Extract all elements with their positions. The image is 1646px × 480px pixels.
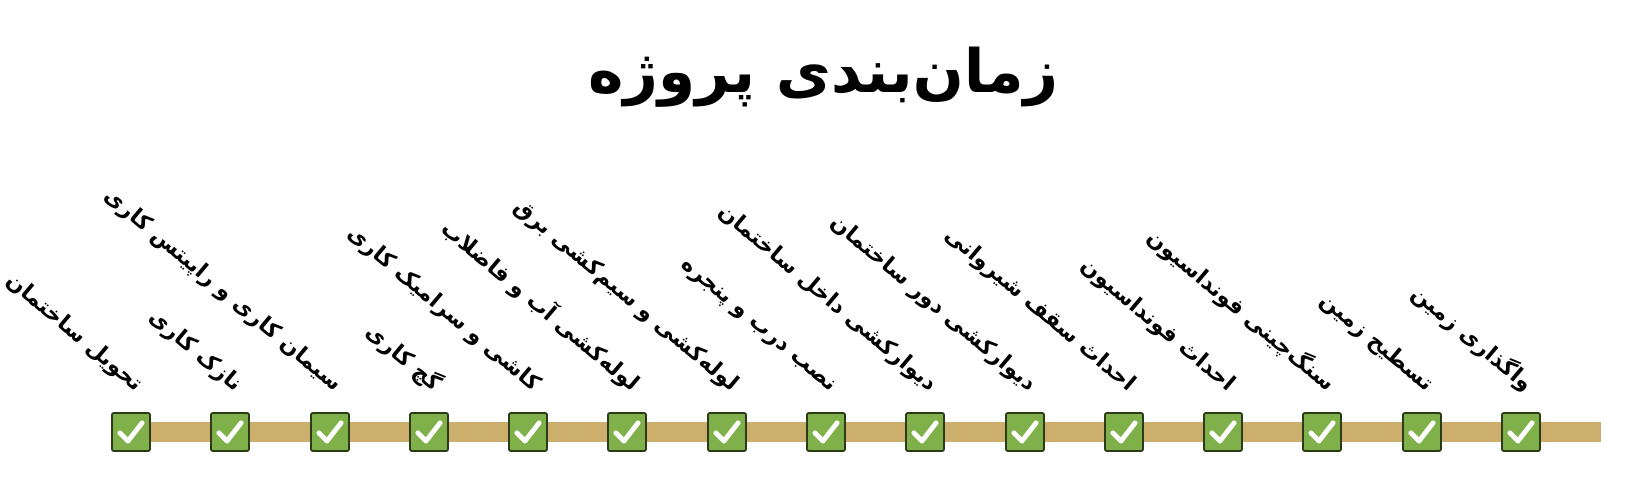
milestone-check-box <box>508 412 549 452</box>
milestone-check-box <box>905 412 946 452</box>
check-mark-icon <box>613 420 641 444</box>
milestone-label: نازک کاری <box>143 304 247 397</box>
check-mark-icon <box>1408 420 1436 444</box>
milestone-check-box <box>210 412 251 452</box>
milestone-check-box <box>309 412 350 452</box>
milestone-label: سنگ‌چینی فونداسیون <box>1141 224 1339 397</box>
milestone-label: احداث سقف شیروانی <box>939 222 1141 397</box>
milestone-check-box <box>806 412 846 452</box>
milestone-check-box <box>1004 412 1045 452</box>
milestone-label: کاشی و سرامیک کاری <box>341 220 545 397</box>
check-mark-icon <box>316 420 344 444</box>
milestone-check-box <box>408 412 449 452</box>
check-mark-icon <box>1507 420 1535 444</box>
milestone-check-box <box>1501 412 1541 452</box>
milestone-check-box <box>607 412 648 452</box>
check-mark-icon <box>1209 420 1237 444</box>
milestone-check-box <box>1401 412 1442 452</box>
check-mark-icon <box>216 420 244 444</box>
milestone-check-box <box>1302 412 1343 452</box>
check-mark-icon <box>117 420 145 444</box>
milestone-check-box <box>111 412 151 452</box>
check-mark-icon <box>1308 420 1336 444</box>
check-mark-icon <box>1110 420 1138 444</box>
milestone-check-box <box>1203 412 1244 452</box>
check-mark-icon <box>415 420 443 444</box>
milestone-label: گچ کاری <box>360 319 446 397</box>
timeline-track <box>137 422 1601 442</box>
milestone-label: تحویل ساختمان <box>1 267 148 397</box>
milestone-check-box <box>1103 412 1144 452</box>
check-mark-icon <box>911 420 939 444</box>
check-mark-icon <box>713 420 741 444</box>
check-mark-icon <box>514 420 542 444</box>
milestone-check-box <box>706 412 747 452</box>
check-mark-icon <box>812 420 840 444</box>
check-mark-icon <box>1011 420 1039 444</box>
diagram-title: زمان‌بندی پروژه <box>587 37 1059 107</box>
